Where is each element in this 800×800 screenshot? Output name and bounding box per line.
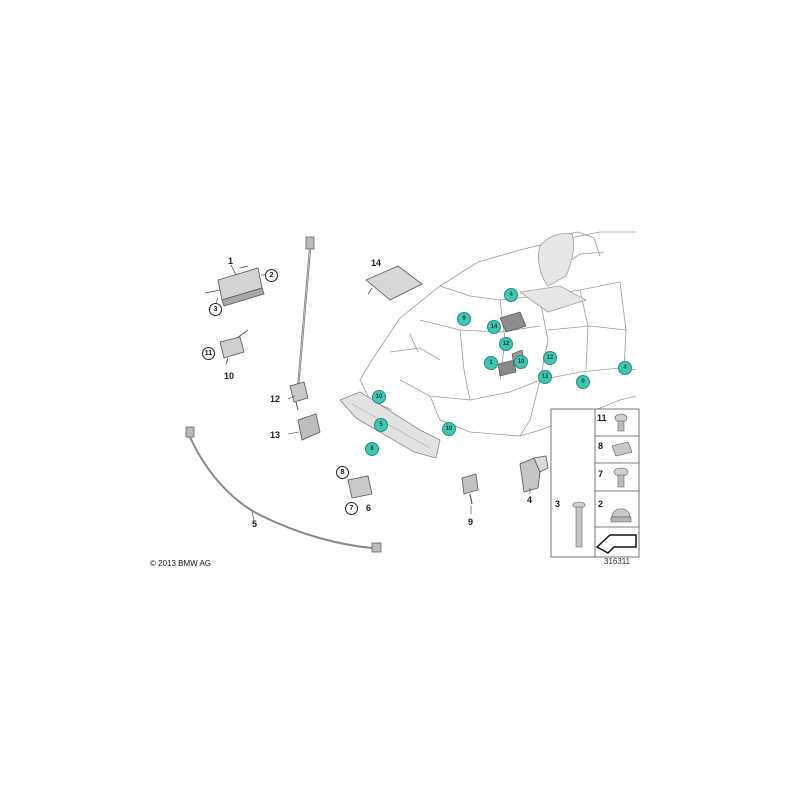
- sensor-holder-part[interactable]: [347, 475, 373, 499]
- part-label-12: 12: [270, 394, 281, 404]
- part-label-10: 10: [224, 371, 235, 381]
- marker-14[interactable]: 14: [487, 320, 501, 334]
- part-label-7: 7: [345, 502, 358, 515]
- part-label-4: 4: [527, 495, 533, 505]
- vehicle-front-structure: [359, 231, 637, 437]
- part-label-14: 14: [371, 258, 382, 268]
- part-label-9: 9: [468, 517, 474, 527]
- seat-shape: [518, 233, 588, 313]
- sensor-bracket-part[interactable]: [219, 329, 249, 365]
- bumper-beam: [339, 391, 441, 459]
- part-label-11: 11: [202, 347, 215, 360]
- marker-1[interactable]: 1: [484, 356, 498, 370]
- marker-4-right[interactable]: 4: [618, 361, 632, 375]
- copyright-text: © 2013 BMW AG: [150, 559, 212, 568]
- bolt-icon-3: [572, 501, 586, 548]
- arrow-icon: [595, 534, 637, 554]
- part-label-1: 1: [228, 256, 234, 266]
- marker-10-left[interactable]: 10: [372, 390, 386, 404]
- marker-9-right[interactable]: 9: [576, 375, 590, 389]
- legend-label-11: 11: [597, 413, 607, 423]
- screw-icon-11: [614, 413, 628, 432]
- part-label-3: 3: [209, 303, 222, 316]
- connector-part[interactable]: [461, 473, 479, 505]
- marker-12-right[interactable]: 12: [543, 351, 557, 365]
- marker-13[interactable]: 13: [538, 370, 552, 384]
- image-number: 316311: [604, 557, 631, 566]
- cover-plate-part[interactable]: [365, 265, 423, 301]
- legend-label-8: 8: [598, 441, 604, 451]
- nut-clip-icon-8: [611, 441, 633, 457]
- holder-part[interactable]: [289, 381, 309, 411]
- part-label-8: 8: [336, 466, 349, 479]
- antenna-rod-part[interactable]: [296, 236, 315, 389]
- part-label-5: 5: [252, 519, 258, 529]
- hardware-legend-box: [550, 408, 640, 558]
- legend-label-2: 2: [598, 499, 604, 509]
- control-unit-part[interactable]: [204, 265, 265, 307]
- marker-9-top[interactable]: 9: [457, 312, 471, 326]
- legend-label-7: 7: [598, 469, 604, 479]
- marker-12-center[interactable]: 12: [499, 337, 513, 351]
- cable-part[interactable]: [185, 426, 382, 553]
- part-label-2: 2: [265, 269, 278, 282]
- bolt-icon-7: [613, 467, 629, 488]
- legend-label-3: 3: [555, 499, 561, 509]
- part-label-13: 13: [270, 430, 281, 440]
- marker-6[interactable]: 6: [365, 442, 379, 456]
- marker-4-top[interactable]: 4: [504, 288, 518, 302]
- clip-part[interactable]: [297, 413, 321, 441]
- bracket-part[interactable]: [519, 455, 549, 493]
- marker-10-bottom[interactable]: 10: [442, 422, 456, 436]
- marker-5[interactable]: 5: [374, 418, 388, 432]
- cap-nut-icon-2: [610, 508, 632, 523]
- marker-10-center[interactable]: 10: [514, 355, 528, 369]
- part-label-6: 6: [366, 503, 372, 513]
